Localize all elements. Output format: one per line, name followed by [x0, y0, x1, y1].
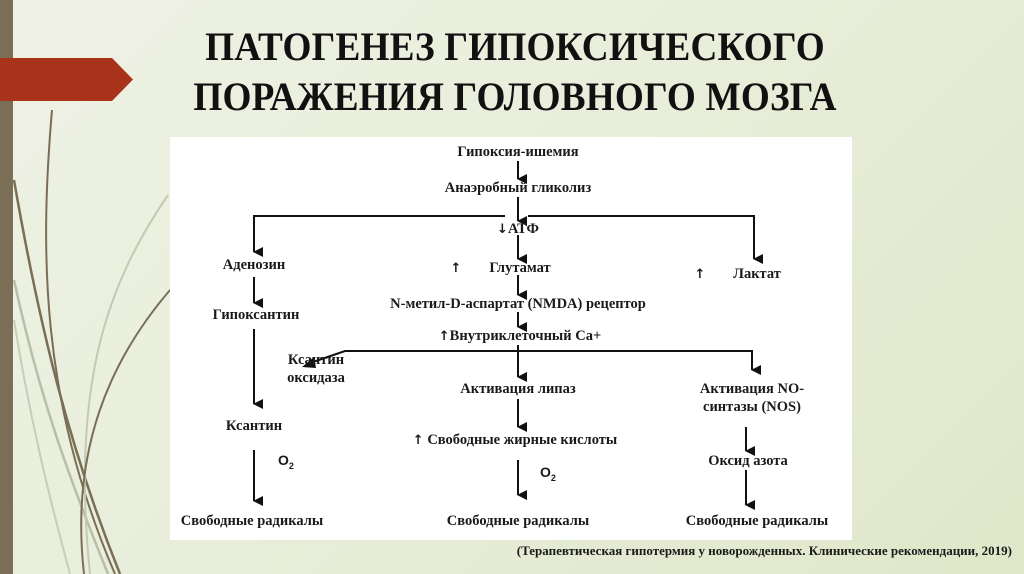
side-bar-decoration [0, 0, 13, 574]
node-free-radicals-left: Свободные радикалы [180, 513, 324, 529]
node-hypoxia-ischemia: Гипоксия-ишемия [457, 144, 579, 160]
oxygen-label-mid: O2 [540, 464, 556, 483]
arrow-atp-lactate [528, 215, 763, 264]
node-ffa-label: Свободные жирные кислоты [427, 432, 618, 448]
node-xanthine: Ксантин [225, 418, 283, 434]
oxygen-label-left: O2 [278, 452, 294, 471]
flowchart-connectors [253, 161, 763, 510]
node-intracellular-calcium: ↑Внутриклеточный Са+ [439, 327, 601, 346]
calcium-branch-line [517, 345, 761, 375]
node-nmda-receptor: N-метил-D-аспартат (NMDA) рецептор [390, 296, 646, 312]
title-line-1: ПАТОГЕНЕЗ ГИПОКСИЧЕСКОГО [205, 24, 825, 69]
node-atp: ↓АТФ [497, 220, 539, 239]
node-hypoxanthine: Гипоксантин [212, 307, 300, 323]
node-adenosine: Аденозин [222, 257, 286, 273]
increase-arrow-icon: ↑ [438, 329, 450, 344]
node-glutamate: Глутамат [489, 260, 551, 276]
node-free-radicals-mid: Свободные радикалы [446, 513, 590, 529]
node-free-radicals-right: Свободные радикалы [685, 513, 829, 529]
arrow-calcium-xanthine-oxidase [309, 350, 518, 364]
increase-arrow-icon: ↑ [412, 433, 424, 448]
decrease-arrow-icon: ↓ [497, 222, 508, 237]
node-atp-label: АТФ [507, 221, 539, 237]
arrowhead-xanthine-oxidase [302, 357, 316, 368]
node-anaerobic-glycolysis: Анаэробный гликолиз [444, 180, 592, 196]
node-lactate: Лактат [733, 266, 781, 282]
node-nos-activation: Активация NO-синтазы (NOS) [699, 381, 805, 415]
node-lipase-activation: Активация липаз [460, 381, 576, 397]
pathogenesis-flowchart: Гипоксия-ишемия Анаэробный гликолиз ↓АТФ… [170, 137, 852, 540]
node-calcium-label: Внутриклеточный Са+ [449, 328, 602, 344]
arrow-atp-adenosine [253, 215, 505, 257]
title-line-2: ПОРАЖЕНИЯ ГОЛОВНОГО МОЗГА [193, 74, 837, 119]
node-free-fatty-acids: ↑ Свободные жирные кислоты [413, 431, 617, 450]
increase-arrow-icon: ↑ [450, 261, 462, 276]
node-nitric-oxide: Оксид азота [708, 453, 788, 469]
source-citation: (Терапевтическая гипотермия у новорожден… [516, 543, 1012, 558]
increase-arrow-icon: ↑ [694, 267, 706, 282]
accent-arrow-banner [0, 58, 133, 101]
slide-title: ПАТОГЕНЕЗ ГИПОКСИЧЕСКОГО ПОРАЖЕНИЯ ГОЛОВ… [130, 22, 900, 122]
